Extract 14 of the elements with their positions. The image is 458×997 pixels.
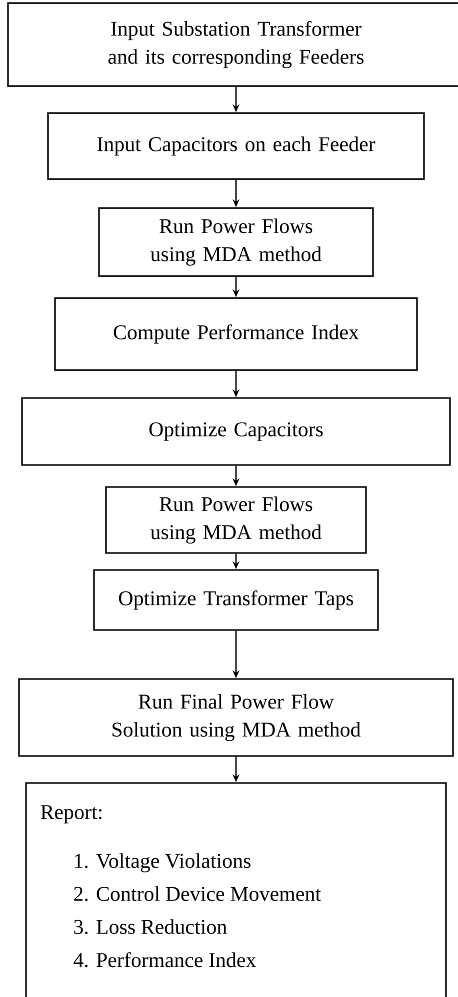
list-item: 3. Loss Reduction (74, 919, 227, 934)
process-box: Run Power Flows using MDA method (98, 207, 374, 277)
process-box: Run Power Flows using MDA method (105, 486, 367, 554)
process-box: Compute Performance Index (54, 297, 418, 371)
process-box: Optimize Transformer Taps (93, 569, 379, 631)
process-box: Optimize Capacitors (21, 397, 451, 466)
heading: Report: (40, 805, 102, 824)
list-item: 2. Control Device Movement (74, 886, 321, 902)
list-item: 1. Voltage Violations (75, 853, 250, 872)
report-box (25, 782, 447, 997)
process-box: Run Final Power Flow Solution using MDA method (18, 678, 454, 757)
process-box: Input Substation Transformer and its corresponding Feeders (7, 2, 458, 87)
list-item: 4. Performance Index (74, 952, 256, 968)
process-box: Input Capacitors on each Feeder (47, 112, 425, 180)
